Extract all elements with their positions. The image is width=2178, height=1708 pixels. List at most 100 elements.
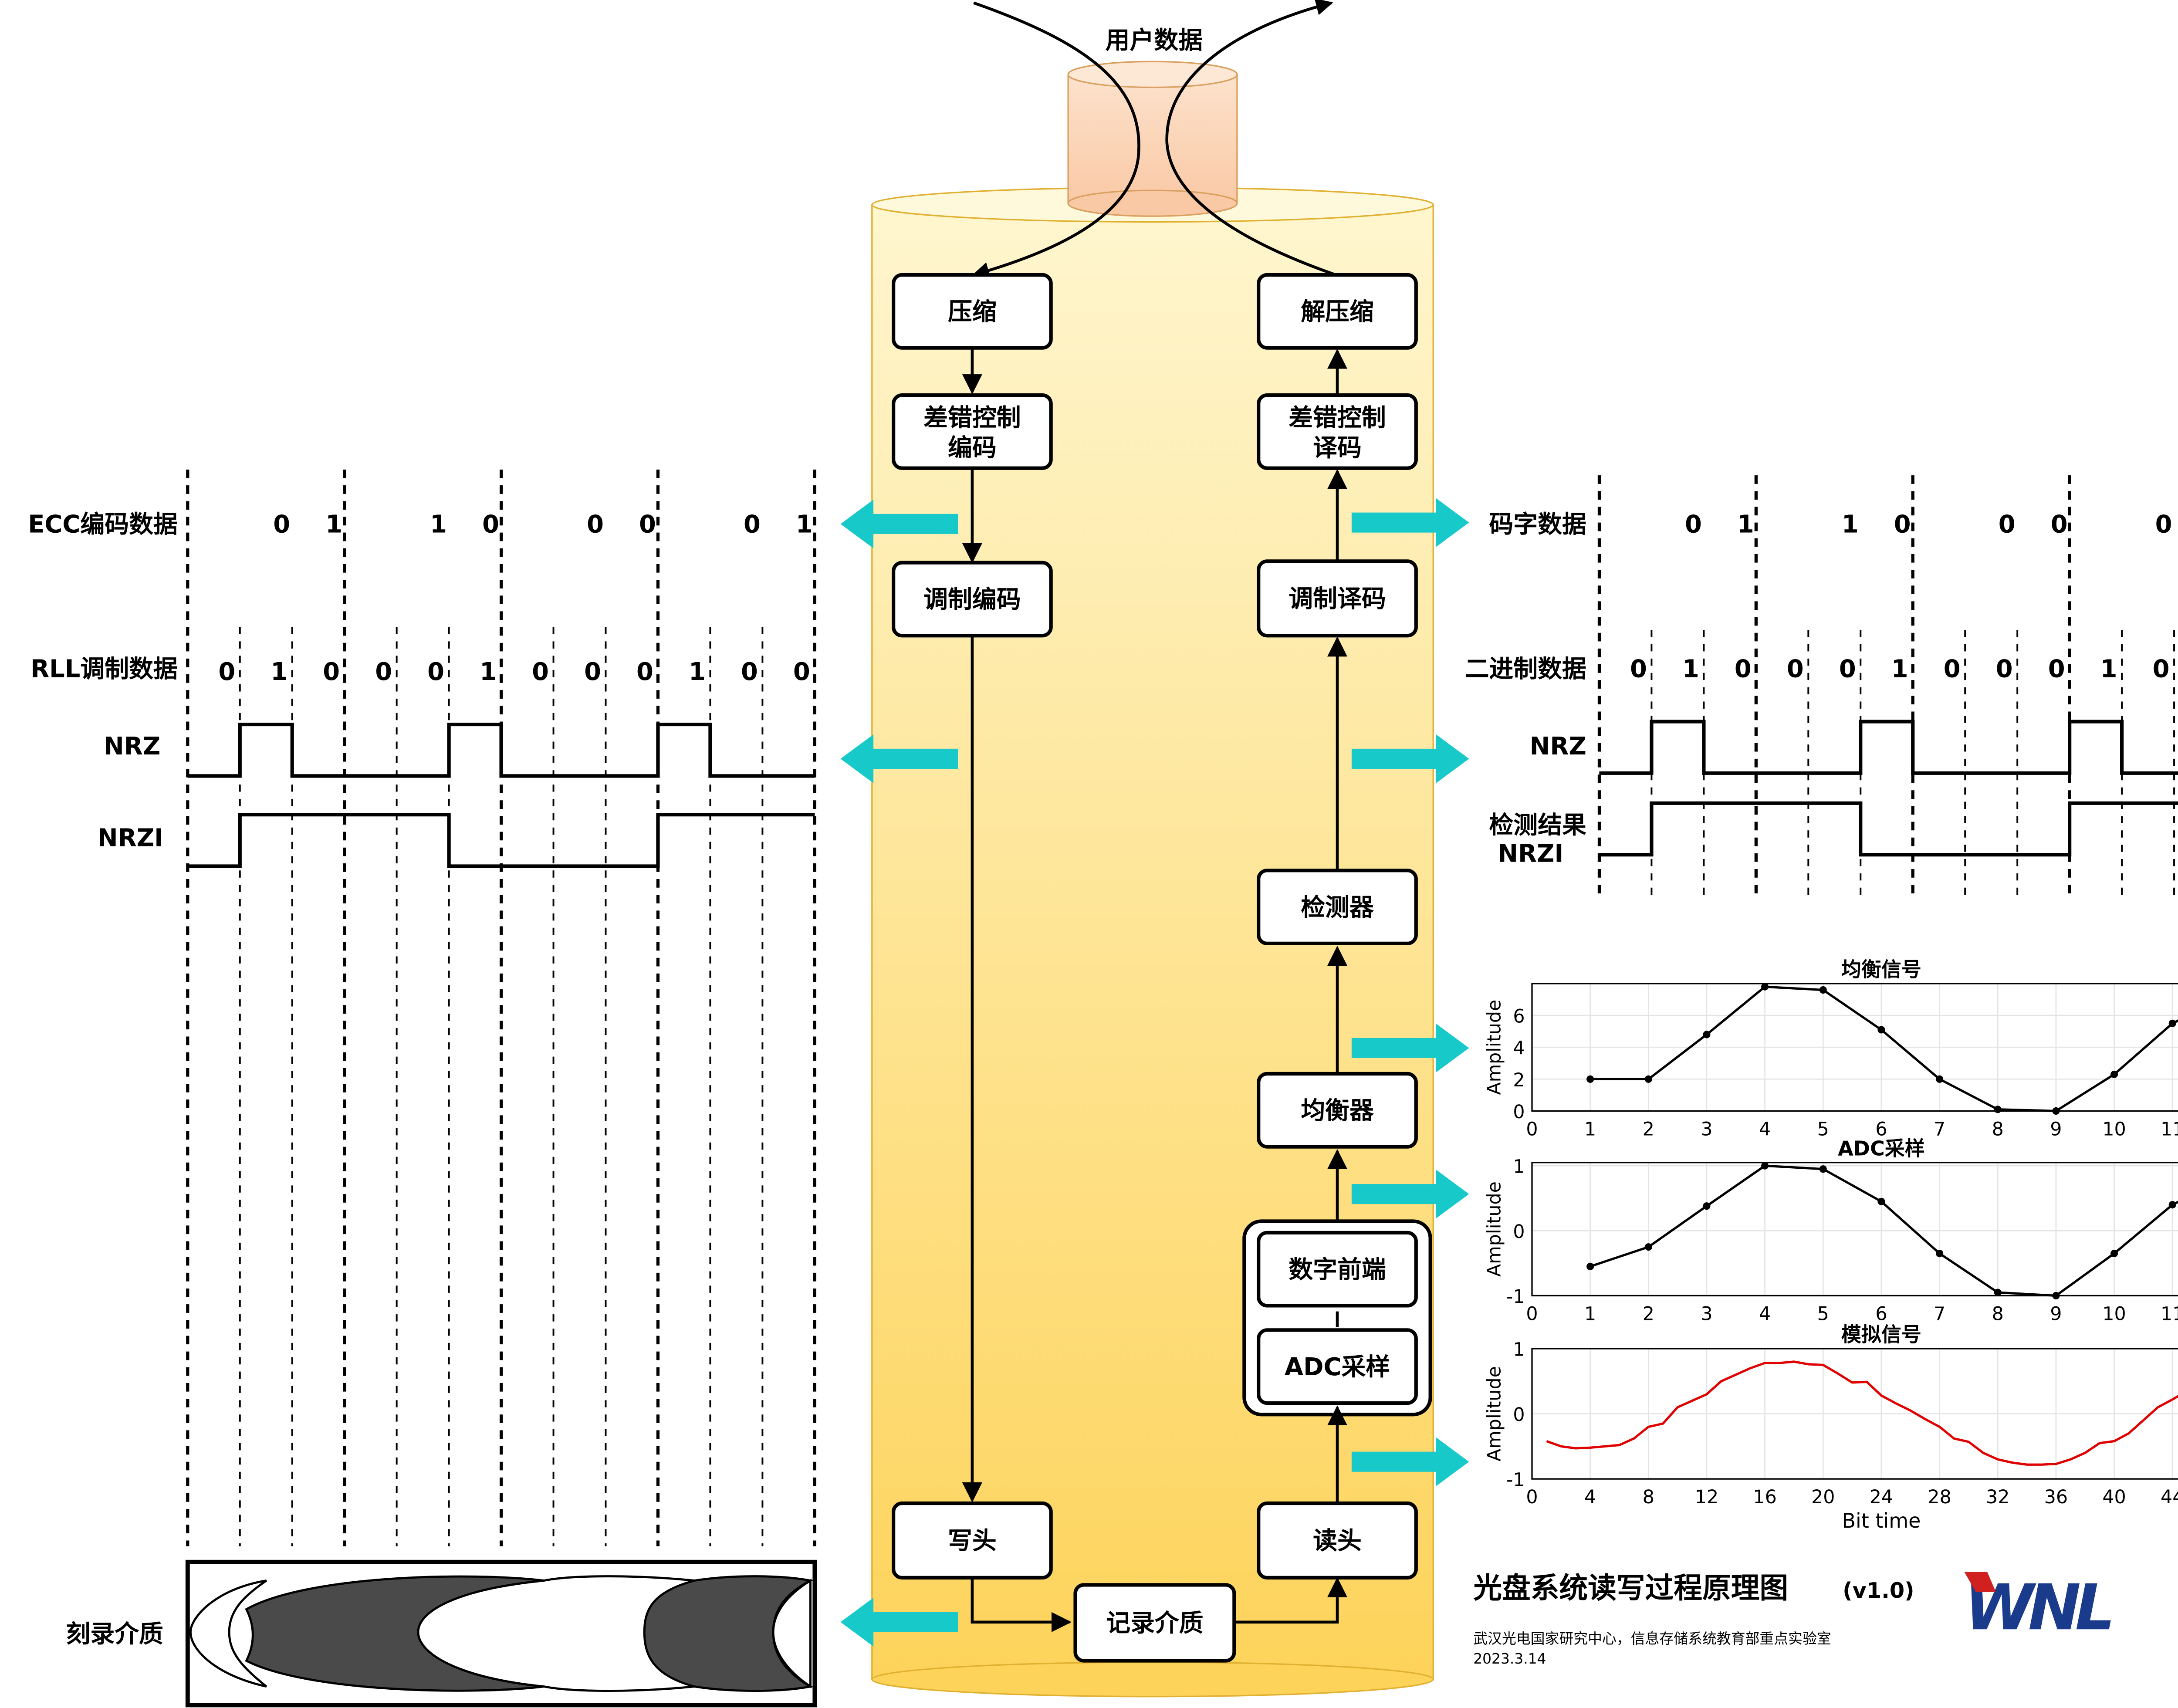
rll-bit-4: 0 <box>427 658 444 686</box>
nrzi-label: NRZI <box>98 824 163 852</box>
data-point-4 <box>1819 986 1827 994</box>
y-tick-label-1: 2 <box>1513 1069 1525 1091</box>
data-point-9 <box>2110 1070 2118 1078</box>
data-point-7 <box>1994 1106 2002 1113</box>
decompress-box: 解压缩 <box>1257 273 1418 350</box>
x-tick-label-9: 9 <box>2050 1303 2062 1325</box>
ecc-bit-3: 0 <box>482 511 499 539</box>
data-point-0 <box>1586 1075 1594 1083</box>
data-point-9 <box>2110 1249 2118 1258</box>
rll-bit-10: 0 <box>741 658 758 686</box>
x-tick-label-10: 40 <box>2102 1486 2126 1508</box>
logo-red-accent <box>1964 1572 1996 1592</box>
x-tick-label-6: 6 <box>1875 1303 1887 1325</box>
y-tick-label-0: 0 <box>1513 1101 1525 1123</box>
x-tick-label-10: 10 <box>2102 1118 2126 1140</box>
cyan-arrow-right-2 <box>1351 734 1469 783</box>
cyan-arrow-left-2 <box>840 734 958 783</box>
rll-bit-0: 0 <box>218 658 235 686</box>
y-tick-label-2: 1 <box>1513 1156 1525 1178</box>
chart-2: 04812162024283236404448-101模拟信号Amplitude… <box>1484 1323 2178 1532</box>
decompress-box-frame <box>1257 273 1418 350</box>
mark-1 <box>189 1579 267 1688</box>
x-tick-label-7: 28 <box>1928 1486 1951 1508</box>
chart-frame <box>1531 1348 2178 1480</box>
chart-frame <box>1531 1162 2178 1297</box>
chart-title: ADC采样 <box>1838 1136 1925 1160</box>
detector-box-label: 检测器 <box>1301 893 1374 922</box>
x-tick-label-6: 24 <box>1870 1486 1893 1508</box>
series-line <box>1546 1360 2178 1466</box>
rll-bit-3: 0 <box>1787 655 1804 683</box>
mark-4 <box>643 1575 814 1692</box>
diagram-version: (v1.0) <box>1843 1578 1914 1603</box>
x-tick-label-0: 0 <box>1526 1486 1538 1508</box>
x-tick-label-6: 6 <box>1875 1118 1887 1140</box>
y-tick-label-2: 1 <box>1513 1339 1525 1360</box>
cyan-arrow-right-5 <box>1351 1437 1469 1486</box>
rll-bit-6: 0 <box>1944 655 1961 683</box>
x-tick-label-5: 5 <box>1817 1118 1829 1140</box>
x-tick-label-7: 7 <box>1934 1303 1945 1325</box>
rll-bit-1: 1 <box>271 658 287 686</box>
decompress-box-label: 解压缩 <box>1301 298 1374 326</box>
data-point-10 <box>2168 1019 2176 1027</box>
x-tick-label-5: 20 <box>1811 1486 1835 1508</box>
data-point-10 <box>2168 1201 2176 1209</box>
detect-result-label: 检测结果 <box>1489 811 1586 839</box>
read-head-box-label: 读头 <box>1313 1527 1362 1555</box>
x-tick-label-8: 32 <box>1986 1486 2009 1508</box>
nrzi-waveform <box>1599 801 2178 857</box>
codeword-label: 码字数据 <box>1489 511 1586 539</box>
rll-bit-3: 0 <box>375 658 392 686</box>
media-box: 记录介质 <box>1073 1583 1236 1663</box>
series-line <box>1590 1164 2178 1297</box>
data-point-5 <box>1877 1026 1885 1034</box>
chart-title: 均衡信号 <box>1841 958 1921 981</box>
y-tick-label-1: 0 <box>1513 1221 1525 1243</box>
x-tick-label-3: 3 <box>1701 1303 1712 1325</box>
rll-data-label: RLL调制数据 <box>30 655 178 683</box>
diagram-title: 光盘系统读写过程原理图 <box>1473 1571 1788 1605</box>
recording-media-label: 刻录介质 <box>66 1620 163 1648</box>
ecc-bit-0: 0 <box>1685 511 1702 539</box>
rll-bit-7: 0 <box>584 658 601 686</box>
chart-xlabel: Bit time <box>1842 1509 1921 1532</box>
x-tick-label-4: 4 <box>1759 1118 1771 1140</box>
data-point-5 <box>1877 1197 1885 1205</box>
data-point-8 <box>2052 1107 2060 1115</box>
media-box-label: 记录介质 <box>1106 1609 1203 1637</box>
x-tick-label-11: 44 <box>2161 1486 2178 1508</box>
rll-bit-9: 1 <box>689 658 706 686</box>
rll-bit-10: 0 <box>2153 655 2170 683</box>
user-data-cylinder <box>1067 61 1238 217</box>
rll-bit-1: 1 <box>1682 655 1699 683</box>
binary-data-label: 二进制数据 <box>1465 655 1586 683</box>
adc-box-frame <box>1257 1328 1418 1405</box>
demodulate-box: 调制译码 <box>1257 559 1418 638</box>
cyan-arrow-left-3 <box>840 1597 958 1647</box>
read-head-box: 读头 <box>1257 1501 1418 1580</box>
recording-media-strip <box>185 1559 817 1708</box>
x-tick-label-2: 8 <box>1643 1486 1654 1508</box>
arrow-writehead-media <box>971 1577 1072 1632</box>
x-tick-label-9: 36 <box>2044 1486 2068 1508</box>
ecc-bit-6: 0 <box>744 511 761 539</box>
rll-bit-8: 0 <box>636 658 653 686</box>
ecc-bit-4: 0 <box>587 511 604 539</box>
ecc-bit-0: 0 <box>273 511 290 539</box>
digital-frontend-box-label: 数字前端 <box>1289 1255 1386 1284</box>
y-tick-label-3: 6 <box>1513 1006 1525 1028</box>
rll-bit-6: 0 <box>532 658 549 686</box>
rll-bit-0: 0 <box>1630 655 1647 683</box>
ecc-decode-box-label-1: 差错控制 <box>1289 404 1386 432</box>
x-tick-label-2: 2 <box>1643 1303 1654 1325</box>
x-tick-label-2: 2 <box>1643 1118 1654 1140</box>
rll-bit-8: 0 <box>2048 655 2065 683</box>
chart-title: 模拟信号 <box>1841 1323 1921 1346</box>
cyan-arrow-right-4 <box>1351 1170 1469 1218</box>
x-tick-label-3: 3 <box>1701 1118 1712 1140</box>
chart-0: 01234567891011120246均衡信号Amplitude <box>1484 958 2178 1140</box>
